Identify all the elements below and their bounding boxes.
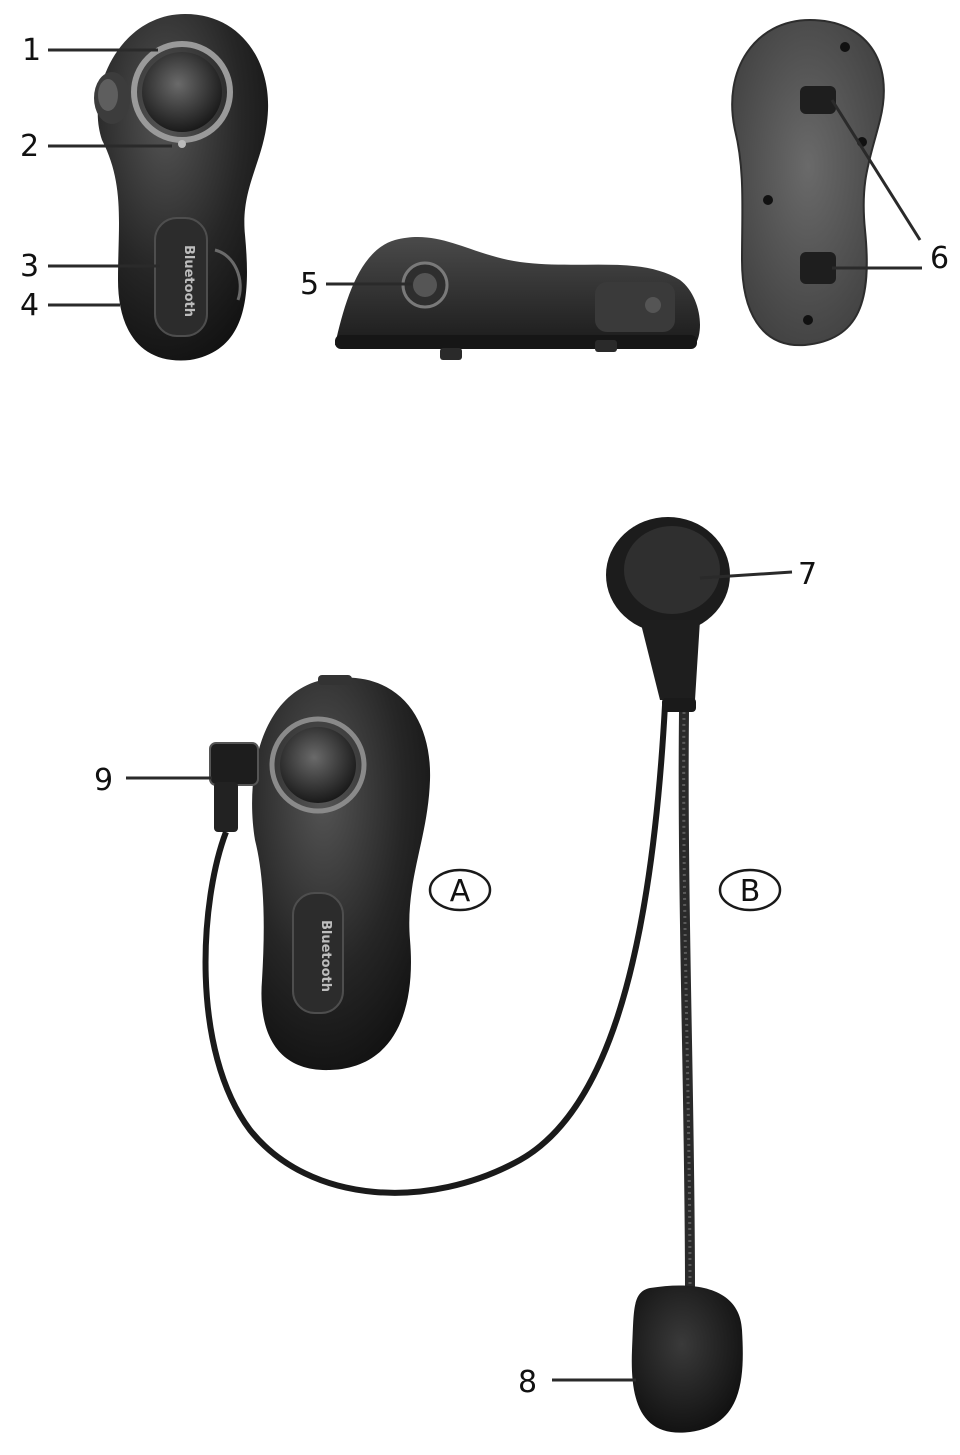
callout-6: 6 (930, 241, 949, 276)
callout-5: 5 (300, 267, 319, 302)
part-letter-b-oval (718, 868, 782, 912)
part-letter-b: B (740, 874, 761, 909)
callout-3: 3 (20, 249, 39, 284)
part-letter-a-oval (428, 868, 492, 912)
part-letter-b-group: B (718, 868, 782, 912)
control-unit-assembled: Bluetooth (202, 675, 668, 1196)
headset-boom (606, 517, 743, 1433)
callout-2: 2 (20, 129, 39, 164)
part-letter-a-group: A (428, 868, 492, 912)
callout-8: 8 (518, 1365, 537, 1400)
leader-lines (48, 48, 922, 1382)
callout-labels: 1 2 3 4 5 6 7 8 9 (20, 33, 949, 1400)
callout-9: 9 (94, 763, 113, 798)
brand-label-front: Bluetooth (181, 245, 196, 317)
callout-1: 1 (22, 33, 41, 68)
control-unit-back-view (731, 18, 885, 347)
callout-7: 7 (798, 557, 817, 592)
control-unit-front-view: Bluetooth (94, 14, 269, 361)
callout-4: 4 (20, 288, 39, 323)
brand-label-assembled: Bluetooth (318, 920, 333, 992)
part-letter-a: A (450, 874, 471, 909)
control-unit-side-view (335, 236, 700, 360)
